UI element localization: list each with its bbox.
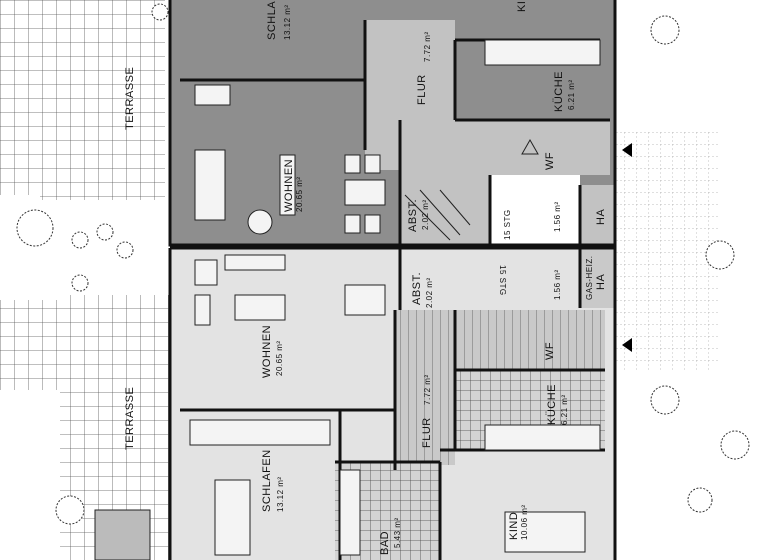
upper-kueche-area: 6.21 m² <box>567 79 576 110</box>
lower-wohnen-area: 20.65 m² <box>275 340 284 376</box>
lower-flur-area: 7.72 m² <box>423 374 432 405</box>
upper-abst-label: ABST. <box>407 199 419 232</box>
upper-wohnen-label: WOHNEN <box>283 159 295 212</box>
lower-kueche-label: KÜCHE <box>546 384 558 425</box>
lower-flur <box>395 310 455 465</box>
lower-wf-label: WF <box>544 342 556 360</box>
lower-flur-label: FLUR <box>421 417 433 448</box>
lower-stairs-label: 15 STG <box>498 265 507 296</box>
upper-flur-label: FLUR <box>416 74 428 105</box>
lower-bad-label: BAD <box>379 531 391 555</box>
upper-flur-area: 7.72 m² <box>423 31 432 62</box>
upper-kueche-label: KÜCHE <box>553 71 565 112</box>
upper-unit: SCHLAFEN 13.12 m² WOHNEN 20.65 m² FLUR 7… <box>168 0 617 247</box>
upper-wf-label: WF <box>544 152 556 170</box>
tree-icons <box>16 3 750 525</box>
lower-wohnen-label: WOHNEN <box>261 325 273 378</box>
lower-kind-area: 10.06 m² <box>520 504 529 540</box>
lower-schlafen-label: SCHLAFEN <box>261 449 273 512</box>
entrance-arrow-icon <box>622 338 632 352</box>
upper-schlafen-area: 13.12 m² <box>283 4 292 40</box>
lower-ha-label: HA <box>595 274 607 290</box>
terrace-upper-label: TERRASSE <box>124 67 136 130</box>
lower-abst-area: 2.02 m² <box>425 277 434 308</box>
lower-unit: WOHNEN 20.65 m² SCHLAFEN 13.12 m² FLUR 7… <box>168 246 617 560</box>
upper-kind-label: KIND <box>516 0 528 12</box>
lower-abst-label: ABST. <box>411 272 423 305</box>
upper-abst-area: 2.02 m² <box>421 199 430 230</box>
upper-ha-label: HA <box>595 209 607 225</box>
lower-gas-label: GAS-HEIZ. <box>585 255 594 300</box>
lower-wf-area: 1.56 m² <box>553 269 562 300</box>
upper-stairs-label: 15 STG <box>503 209 512 240</box>
upper-schlafen-label: SCHLAFEN <box>266 0 278 40</box>
upper-wf-area: 1.56 m² <box>553 201 562 232</box>
lower-kind-label: KIND <box>508 512 520 540</box>
terrace-upper <box>40 0 165 200</box>
entrance-arrow-icon <box>622 143 632 157</box>
upper-wohnen-area: 20.65 m² <box>295 176 304 212</box>
lower-kueche-area: 6.21 m² <box>560 394 569 425</box>
outdoor-paving <box>615 130 720 370</box>
lower-schlafen-area: 13.12 m² <box>276 476 285 512</box>
terrace-lower-label: TERRASSE <box>124 387 136 450</box>
lower-bad-area: 5.43 m² <box>393 517 402 548</box>
